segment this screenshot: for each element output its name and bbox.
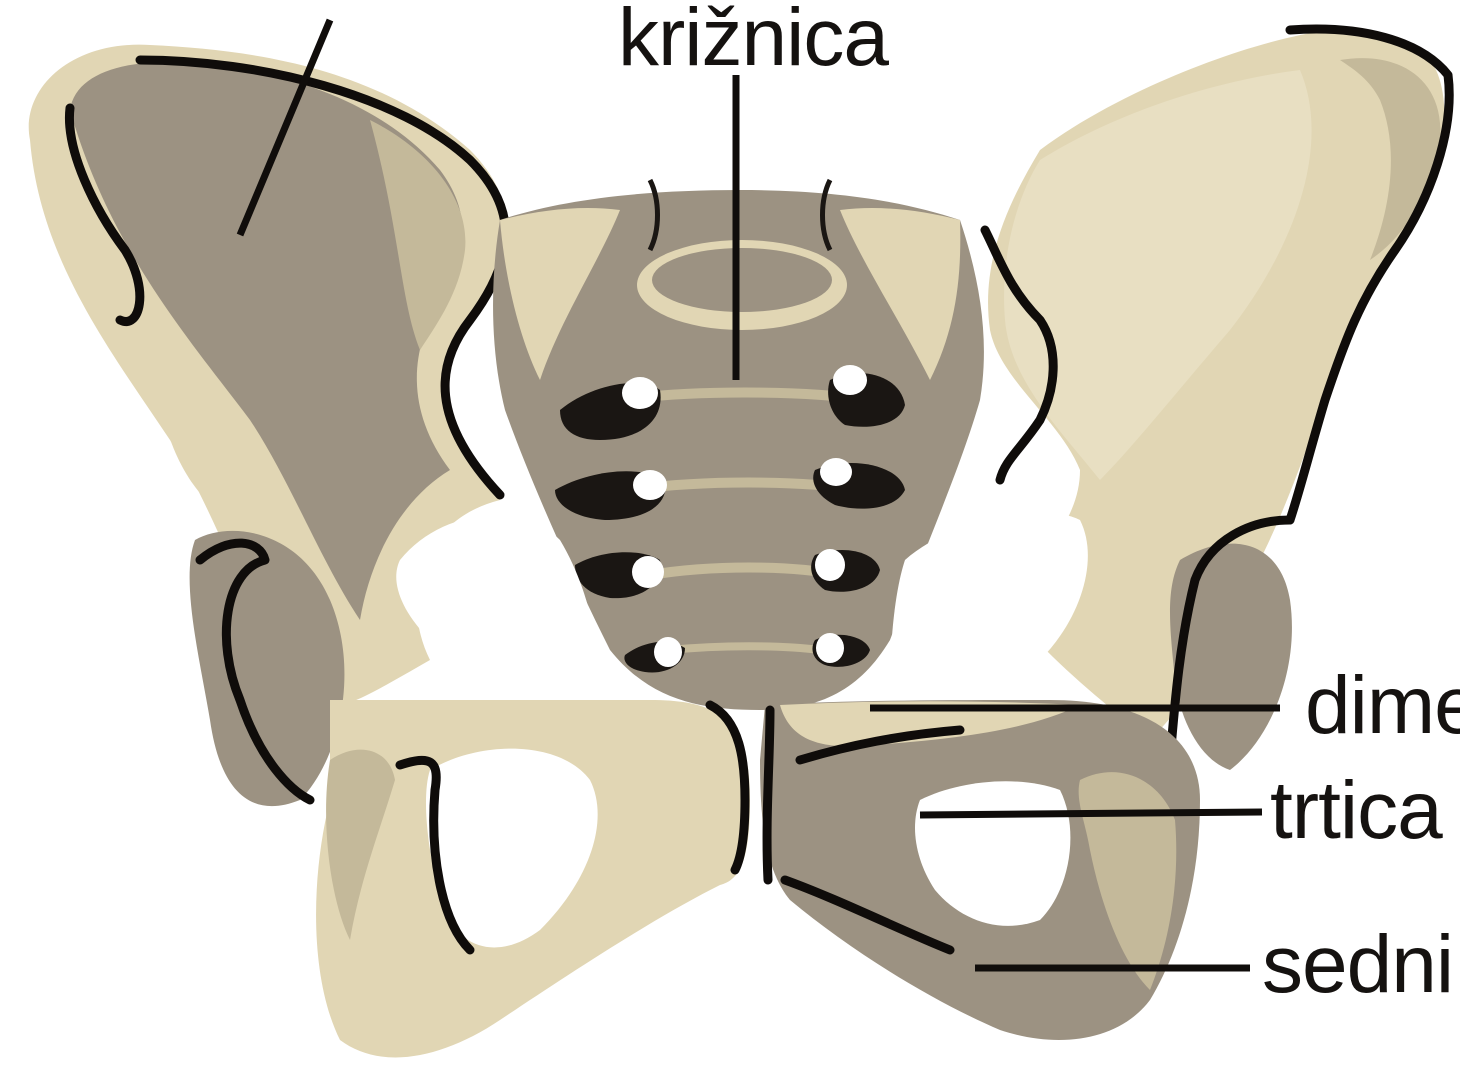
label-kriznica: križnica bbox=[618, 0, 889, 83]
label-crevnica: črevnica bbox=[205, 0, 504, 16]
left-pubis-ischium bbox=[316, 700, 750, 1057]
label-dime: dime bbox=[1305, 660, 1460, 751]
right-pubis-ischium bbox=[760, 700, 1200, 1040]
label-trtica: trtica bbox=[1270, 765, 1443, 856]
label-sedni: sedni bbox=[1262, 919, 1453, 1010]
leader-trtica bbox=[920, 812, 1262, 815]
right-ilium bbox=[985, 29, 1449, 770]
